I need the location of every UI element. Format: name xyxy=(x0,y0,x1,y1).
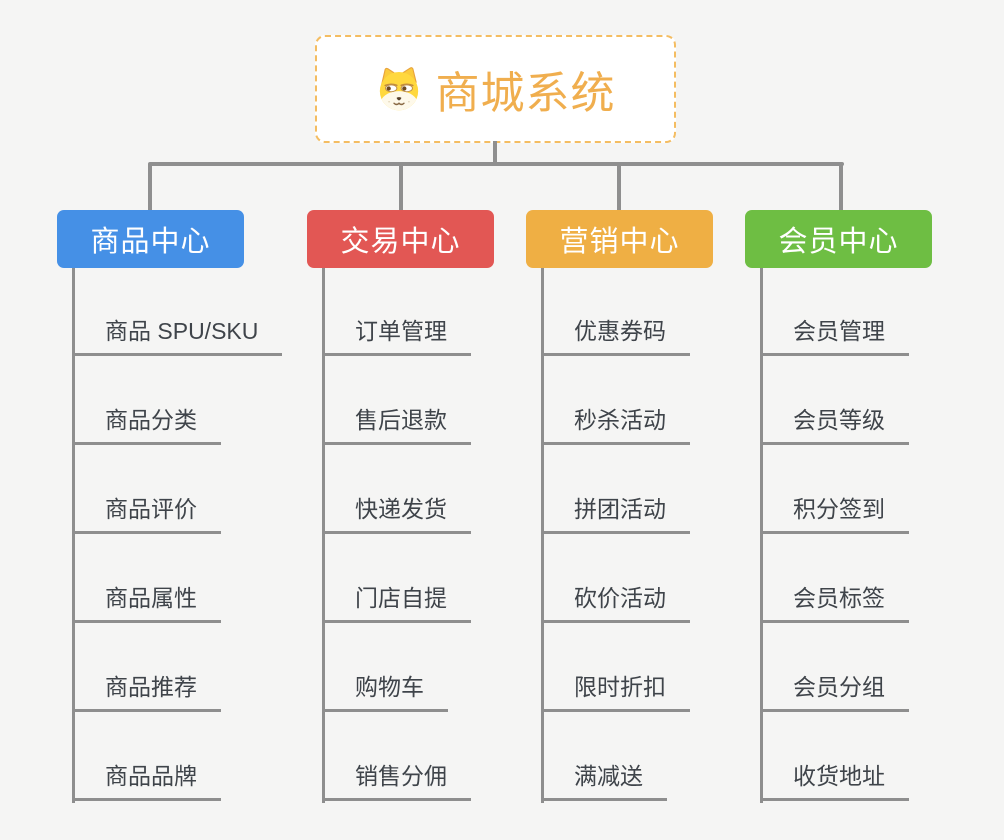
connector-drop-trade xyxy=(399,164,403,210)
connector-drop-products xyxy=(148,164,152,210)
root-node[interactable]: 商城系统 xyxy=(315,35,676,143)
leaf-node[interactable]: 秒杀活动 xyxy=(541,399,690,445)
leaf-node[interactable]: 售后退款 xyxy=(322,399,471,445)
root-title: 商城系统 xyxy=(435,69,616,118)
connector-drop-members xyxy=(839,164,843,210)
leaf-node[interactable]: 商品分类 xyxy=(72,399,221,445)
leaf-node[interactable]: 砍价活动 xyxy=(541,577,690,623)
leaf-node[interactable]: 商品 SPU/SKU xyxy=(72,310,283,356)
leaf-node[interactable]: 门店自提 xyxy=(322,577,471,623)
branch-node-marketing-center[interactable]: 营销中心 xyxy=(526,210,713,268)
branch-node-trade-center[interactable]: 交易中心 xyxy=(307,210,494,268)
branch-spine xyxy=(760,268,763,803)
leaf-node[interactable]: 商品评价 xyxy=(72,488,221,534)
leaf-node[interactable]: 会员标签 xyxy=(760,577,909,623)
leaf-node[interactable]: 销售分佣 xyxy=(322,755,471,801)
leaf-node[interactable]: 会员分组 xyxy=(760,666,909,712)
leaf-node[interactable]: 商品推荐 xyxy=(72,666,221,712)
connector-drop-marketing xyxy=(617,164,621,210)
leaf-node[interactable]: 积分签到 xyxy=(760,488,909,534)
leaf-node[interactable]: 快递发货 xyxy=(322,488,471,534)
leaf-node[interactable]: 限时折扣 xyxy=(541,666,690,712)
leaf-node[interactable]: 购物车 xyxy=(322,666,448,712)
connector-root-stem xyxy=(493,141,497,165)
branch-spine xyxy=(541,268,544,803)
branch-node-member-center[interactable]: 会员中心 xyxy=(745,210,932,268)
branch-spine xyxy=(322,268,325,803)
branch-spine xyxy=(72,268,75,803)
leaf-node[interactable]: 会员等级 xyxy=(760,399,909,445)
branch-node-product-center[interactable]: 商品中心 xyxy=(57,210,244,268)
leaf-node[interactable]: 满减送 xyxy=(541,755,667,801)
leaf-node[interactable]: 商品品牌 xyxy=(72,755,221,801)
leaf-node[interactable]: 收货地址 xyxy=(760,755,909,801)
leaf-node[interactable]: 拼团活动 xyxy=(541,488,690,534)
leaf-node[interactable]: 优惠券码 xyxy=(541,310,690,356)
leaf-node[interactable]: 商品属性 xyxy=(72,577,221,623)
connector-horizontal-bar xyxy=(148,162,844,166)
doge-icon xyxy=(379,67,418,111)
leaf-node[interactable]: 订单管理 xyxy=(322,310,471,356)
leaf-node[interactable]: 会员管理 xyxy=(760,310,909,356)
